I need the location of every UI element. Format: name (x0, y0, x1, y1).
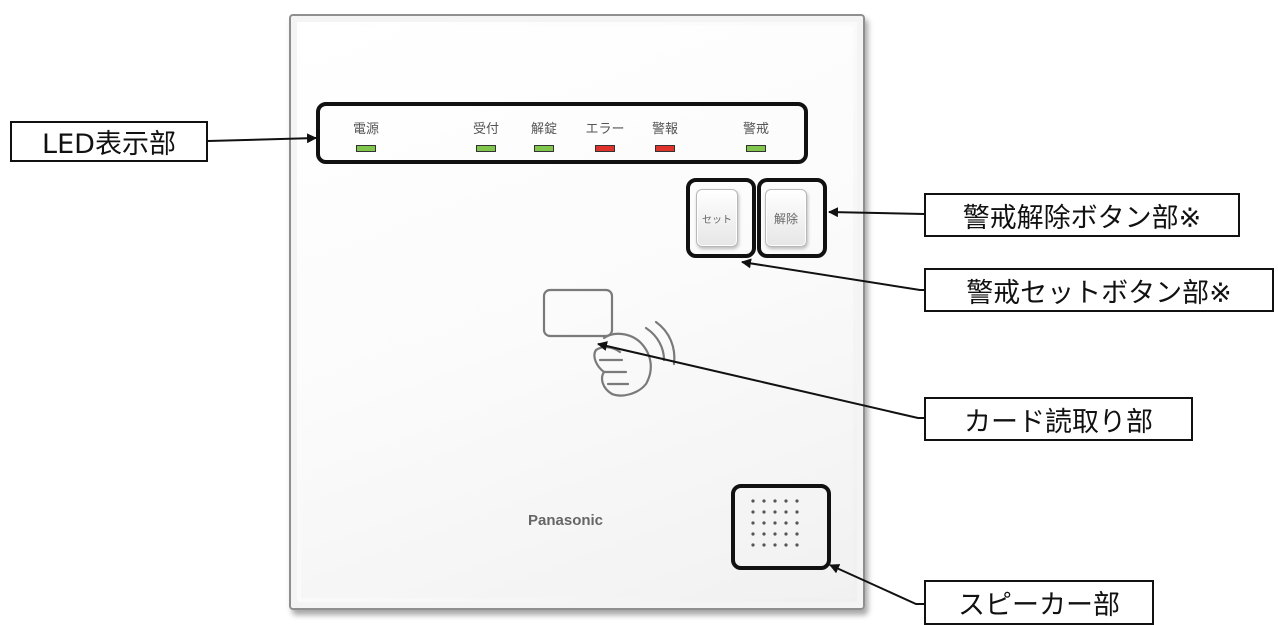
panel-face (301, 26, 853, 598)
guard-set-button[interactable]: セット (696, 189, 738, 247)
speaker-hole (762, 532, 766, 536)
leader-speaker (829, 564, 924, 605)
speaker-hole (751, 543, 755, 547)
speaker-hole (784, 499, 788, 503)
speaker-hole (795, 543, 799, 547)
speaker-hole (784, 510, 788, 514)
led-guard (746, 145, 766, 152)
speaker-hole (795, 510, 799, 514)
speaker-hole (773, 521, 777, 525)
leader-led (207, 133, 317, 144)
led-label-alarm: 警報 (651, 122, 679, 137)
speaker-hole (751, 521, 755, 525)
speaker-hole (784, 543, 788, 547)
led-accept (476, 145, 496, 152)
speaker-hole (751, 510, 755, 514)
led-label-guard: 警戒 (742, 122, 770, 137)
led-label-unlock: 解錠 (530, 122, 558, 137)
callout-release-button: 警戒解除ボタン部※ (924, 193, 1240, 237)
speaker-hole (751, 532, 755, 536)
speaker-outline (731, 484, 831, 570)
led-label-accept: 受付 (472, 122, 500, 137)
speaker-hole (784, 521, 788, 525)
led-display-outline (316, 102, 808, 164)
speaker-hole (762, 521, 766, 525)
led-label-power: 電源 (352, 122, 380, 137)
speaker-hole (762, 543, 766, 547)
led-power (356, 145, 376, 152)
speaker-hole (795, 499, 799, 503)
speaker-hole (773, 532, 777, 536)
guard-release-button[interactable]: 解除 (765, 189, 807, 247)
control-panel-device (289, 14, 865, 610)
leader-set (741, 258, 924, 291)
speaker-hole (773, 499, 777, 503)
speaker-hole (795, 532, 799, 536)
speaker-hole (751, 499, 755, 503)
speaker-hole (773, 510, 777, 514)
speaker-hole (784, 532, 788, 536)
callout-led-display: LED表示部 (10, 121, 208, 162)
callout-set-button: 警戒セットボタン部※ (924, 268, 1274, 312)
callout-card-reader: カード読取り部 (924, 397, 1193, 441)
speaker-hole (773, 543, 777, 547)
set-button-outline (686, 178, 756, 258)
brand-logo: Panasonic (528, 512, 604, 529)
speaker-hole (795, 521, 799, 525)
leader-release (828, 207, 925, 218)
leader-card (597, 341, 924, 419)
speaker-hole (762, 510, 766, 514)
led-error (595, 145, 615, 152)
led-label-error: エラー (585, 122, 625, 137)
release-button-outline (757, 178, 827, 258)
led-unlock (534, 145, 554, 152)
speaker-hole (762, 499, 766, 503)
led-alarm (655, 145, 675, 152)
callout-speaker: スピーカー部 (924, 580, 1154, 625)
